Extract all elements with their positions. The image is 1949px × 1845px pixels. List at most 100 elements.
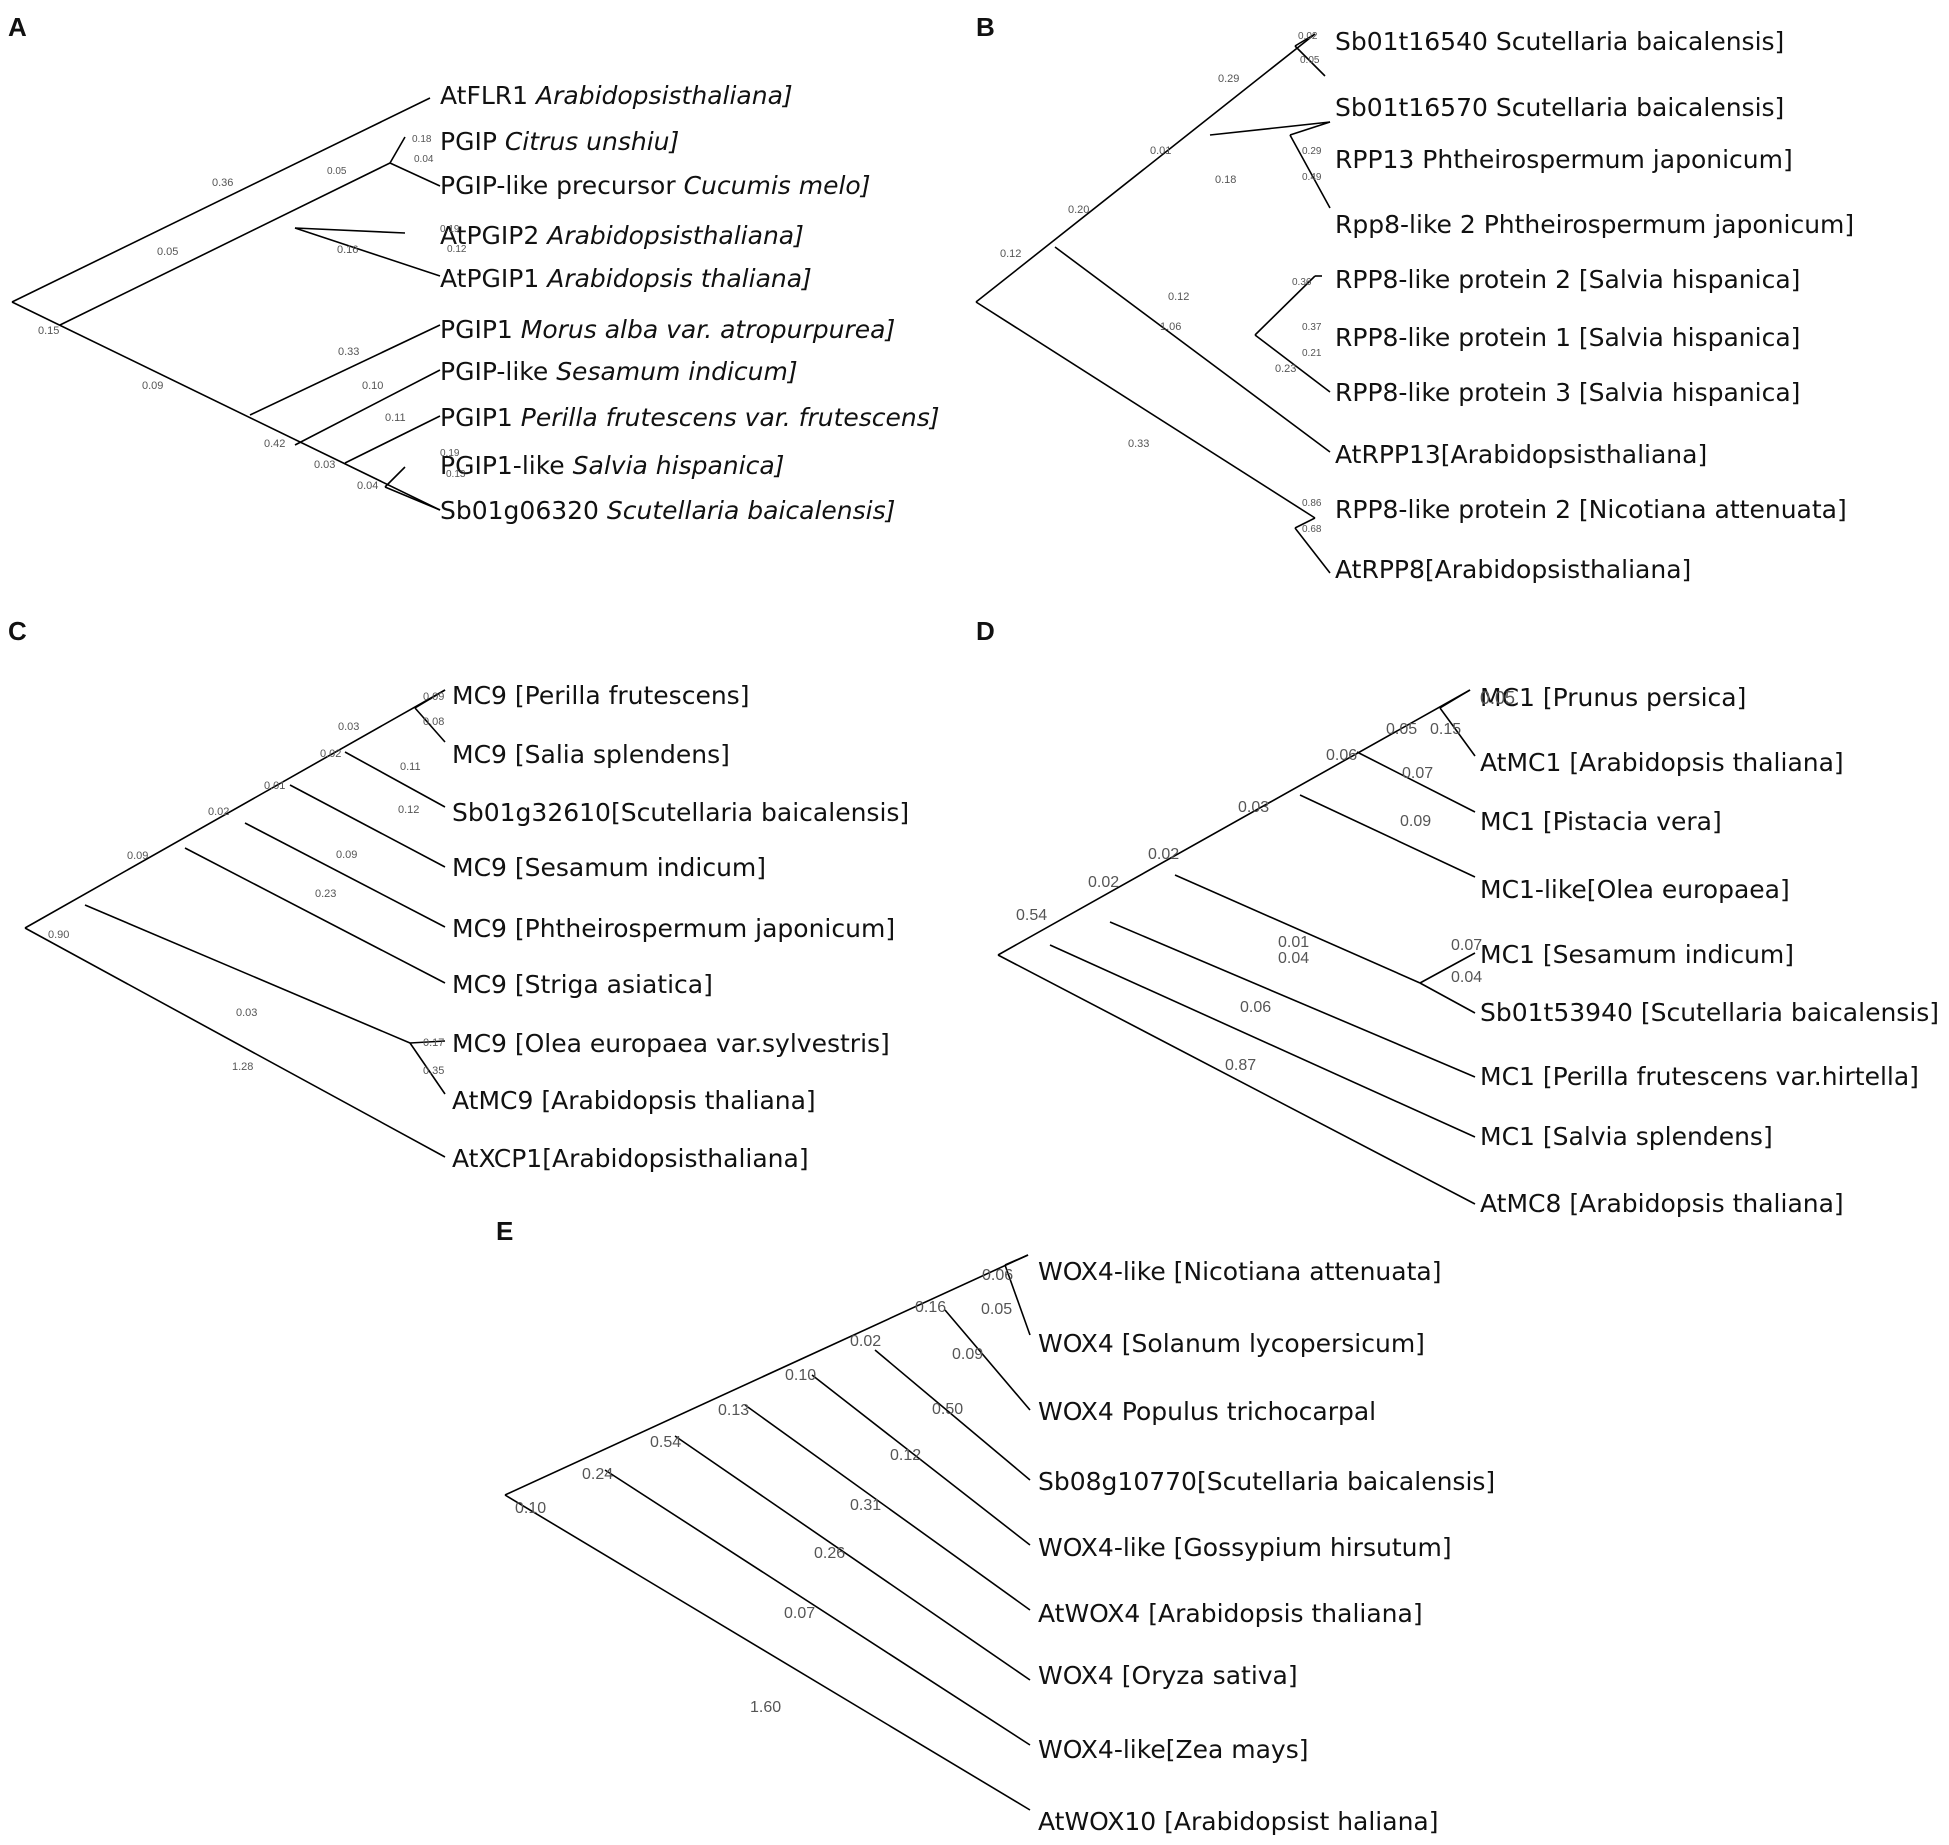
branch-length-label: 0.15 [38, 325, 59, 337]
tree-branch [1109, 921, 1476, 1078]
leaf-label-sb08g10770: Sb08g10770[Scutellaria baicalensis] [1038, 1467, 1495, 1496]
tree-branch [975, 33, 1316, 303]
branch-length-label: 0.36 [1292, 277, 1312, 288]
branch-length-label: 0.02 [1298, 31, 1318, 42]
branch-length-label: 0.13 [718, 1402, 749, 1419]
branch-length-label: 0.06 [1240, 999, 1271, 1016]
leaf-label-sb01t16570: Sb01t16570 Scutellaria baicalensis] [1335, 93, 1784, 122]
branch-length-label: 0.09 [142, 380, 163, 392]
branch-length-label: 0.06 [1326, 747, 1357, 764]
leaf-gene-name: RPP13 Phtheirospermum japonicum] [1335, 145, 1793, 174]
leaf-gene-name: WOX4-like[Zea mays] [1038, 1735, 1308, 1764]
tree-branch [997, 689, 1471, 956]
leaf-gene-name: MC9 [Striga asiatica] [452, 970, 713, 999]
tree-branch [1419, 952, 1476, 984]
branch-length-label: 1.06 [1160, 321, 1181, 333]
tree-branch [1356, 751, 1476, 813]
panel-letter: B [976, 12, 995, 42]
branch-length-label: 0.18 [412, 134, 432, 145]
leaf-label-mc1_perilla: MC1 [Perilla frutescens var.hirtella] [1480, 1062, 1919, 1091]
branch-length-label: 0.04 [357, 480, 378, 492]
leaf-label-wox4_oryza: WOX4 [Oryza sativa] [1038, 1661, 1298, 1690]
leaf-species-name: Cucumis melo] [684, 171, 871, 200]
leaf-species-name: Perilla frutescens var. frutescens] [521, 403, 940, 432]
branch-length-label: 0.12 [398, 804, 419, 816]
branch-length-label: 0.68 [1302, 524, 1322, 535]
tree-branch [59, 162, 391, 326]
leaf-gene-name: AtXCP1[Arabidopsisthaliana] [452, 1144, 809, 1173]
leaf-label-wox4_like_zea: WOX4-like[Zea mays] [1038, 1735, 1308, 1764]
tree-branch [504, 1254, 1029, 1496]
leaf-species-name: Sesamum indicum] [556, 357, 797, 386]
branch-length-label: 0.11 [385, 412, 406, 424]
branch-length-label: 0.24 [582, 1466, 613, 1483]
panel-letter: E [496, 1216, 513, 1246]
leaf-gene-name: MC1 [Prunus persica] [1480, 683, 1746, 712]
branch-length-label: 0.02 [320, 748, 341, 760]
branch-length-label: 0.05 [157, 246, 178, 258]
tree-branch [1174, 874, 1421, 984]
tree-branch [389, 162, 441, 187]
leaf-label-atpgip2: AtPGIP2 Arabidopsisthaliana] [440, 221, 804, 250]
branch-length-label: 0.04 [414, 154, 434, 165]
leaf-gene-name: AtRPP13[Arabidopsisthaliana] [1335, 440, 1707, 469]
leaf-label-wox4_like_gossypium: WOX4-like [Gossypium hirsutum] [1038, 1533, 1452, 1562]
branch-length-label: 0.90 [48, 929, 69, 941]
branch-length-label: 0.01 [1150, 145, 1171, 157]
leaf-label-rpp8_like2_phth: Rpp8-like 2 Phtheirospermum japonicum] [1335, 210, 1854, 239]
tree-branch [344, 751, 446, 808]
leaf-species-name: Arabidopsisthaliana] [545, 221, 804, 250]
branch-length-label: 0.02 [1088, 874, 1119, 891]
branch-length-label: 0.54 [1016, 907, 1047, 924]
leaf-label-atrpp13: AtRPP13[Arabidopsisthaliana] [1335, 440, 1707, 469]
leaf-label-mc9_phth: MC9 [Phtheirospermum japonicum] [452, 914, 895, 943]
tree-branch [289, 784, 446, 868]
branch-length-label: 0.15 [1430, 721, 1461, 738]
panel-letter: D [976, 616, 995, 646]
branch-length-label: 0.21 [1302, 348, 1322, 359]
leaf-gene-name: PGIP1 [440, 315, 521, 344]
leaf-gene-name: AtPGIP1 [440, 264, 547, 293]
leaf-label-pgip_citrus: PGIP Citrus unshiu] [440, 127, 679, 156]
leaf-species-name: Salvia hispanica] [573, 451, 785, 480]
leaf-label-atrpp8: AtRPP8[Arabidopsisthaliana] [1335, 555, 1691, 584]
leaf-gene-name: AtWOX4 [Arabidopsis thaliana] [1038, 1599, 1423, 1628]
branch-length-label: 0.23 [315, 888, 336, 900]
leaf-gene-name: MC9 [Olea europaea var.sylvestris] [452, 1029, 890, 1058]
leaf-label-rpp8_p2_nicotiana: RPP8-like protein 2 [Nicotiana attenuata… [1335, 495, 1847, 524]
branch-length-label: 0.03 [314, 459, 335, 471]
branch-length-label: 0.20 [1068, 204, 1089, 216]
tree-branch [874, 1349, 1031, 1481]
branch-length-label: 0.03 [338, 721, 359, 733]
tree-branch [1294, 517, 1316, 529]
tree-branch [1004, 1254, 1029, 1266]
tree-branch [1254, 334, 1331, 393]
branch-length-label: 0.03 [1238, 799, 1269, 816]
tree-branch [1054, 246, 1331, 453]
leaf-label-mc1_salvia: MC1 [Salvia splendens] [1480, 1122, 1773, 1151]
branch-length-label: 0.10 [362, 380, 383, 392]
tree-branch [409, 1042, 446, 1095]
branch-length-label: 0.09 [336, 849, 357, 861]
leaf-gene-name: WOX4-like [Gossypium hirsutum] [1038, 1533, 1452, 1562]
tree-panel-d: D MC1 [Prunus persica] AtMC1 [Arabidopsis … [976, 616, 1939, 1218]
branch-length-label: 0.16 [337, 244, 358, 256]
branch-length-label: 0.09 [423, 691, 444, 703]
branch-length-label: 0.12 [1168, 291, 1189, 303]
tree-branch [414, 707, 446, 743]
tree-branch [1294, 527, 1331, 574]
leaf-label-mc1_sesamum: MC1 [Sesamum indicum] [1480, 940, 1794, 969]
branch-length-label: 0.02 [208, 806, 229, 818]
leaf-label-rpp8_p3_salvia: RPP8-like protein 3 [Salvia hispanica] [1335, 378, 1800, 407]
leaf-label-wox4_populus: WOX4 Populus trichocarpal [1038, 1397, 1376, 1426]
branch-length-label: 0.12 [890, 1447, 921, 1464]
leaf-label-atflr1: AtFLR1 Arabidopsisthaliana] [440, 81, 793, 110]
branch-length-label: 0.10 [515, 1500, 546, 1517]
leaf-label-mc9_perilla: MC9 [Perilla frutescens] [452, 681, 749, 710]
branch-length-label: 0.12 [1000, 248, 1021, 260]
leaf-gene-name: RPP8-like protein 3 [Salvia hispanica] [1335, 378, 1800, 407]
branch-length-label: 0.33 [1128, 438, 1149, 450]
leaf-label-atmc1: AtMC1 [Arabidopsis thaliana] [1480, 748, 1844, 777]
